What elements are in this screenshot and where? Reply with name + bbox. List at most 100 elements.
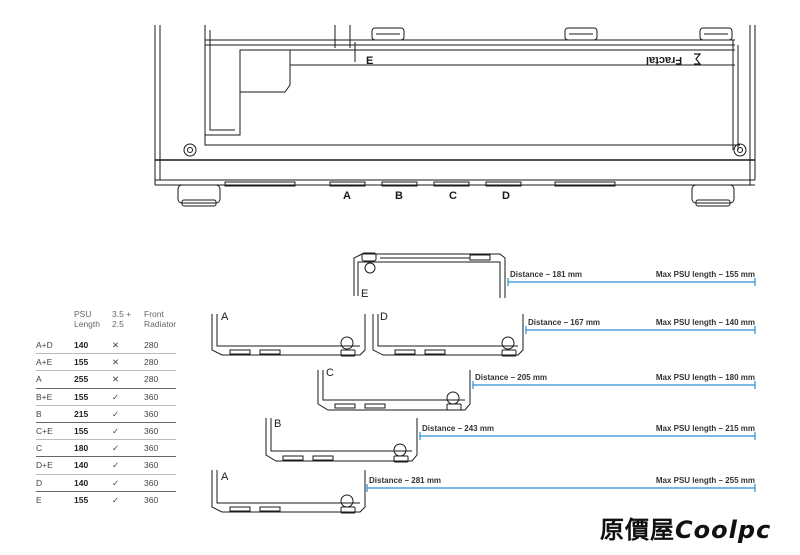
row-divider [36,404,176,406]
cell-psu: 140 [74,460,89,471]
cell-radiator: 360 [144,460,159,471]
header-drive-line2: 2.5 [112,319,124,329]
max-psu-e: Max PSU length – 155 mm [656,270,755,279]
table-row: C+E 155 ✓ 360 [36,423,176,439]
header-front: Front [144,309,164,319]
tray-b: B [265,418,418,463]
tray-e-label: E [361,288,368,300]
brand-watermark: 原價屋Coolpc [600,510,771,545]
cell-drive: ✓ [112,443,120,454]
cell-psu: 155 [74,391,89,402]
tray-a-lower: A [211,470,366,514]
cell-drive: ✕ [112,357,120,368]
row-divider [36,353,176,355]
table-row: E 155 ✓ 360 [36,492,176,508]
cell-radiator: 280 [144,340,159,350]
tray-c-label: C [326,367,334,379]
table-row: C 180 ✓ 360 [36,440,176,456]
cell-psu: 140 [74,340,89,350]
top-label-c: C [449,190,457,202]
case-section [154,25,756,207]
brand-chinese: 原價屋 [600,516,675,544]
cell-radiator: 360 [144,391,159,402]
table-row: A+E 155 ✕ 280 [36,354,176,370]
header-radiator: Radiator [144,319,177,329]
top-label-e: E [366,55,373,67]
cell-psu: 140 [74,477,89,488]
header-psu-length: PSU Length [74,309,100,339]
cell-radiator: 360 [144,443,159,454]
cell-psu: 155 [74,494,89,505]
distance-e: Distance – 181 mm [510,270,582,279]
tray-a-upper-label: A [221,311,229,323]
max-psu-c: Max PSU length – 180 mm [656,373,755,382]
tray-b-label: B [274,418,281,430]
top-label-b: B [395,190,403,202]
tray-d: D [372,311,524,357]
cell-drive: ✓ [112,460,120,471]
table-row: A 255 ✕ 280 [36,371,176,387]
cell-radiator: 280 [144,374,159,385]
tray-a-upper: A [211,311,366,357]
tray-d-label: D [380,311,388,323]
header-psu: PSU [74,309,92,319]
cell-config: B+E [36,391,53,402]
cell-drive: ✕ [112,374,120,385]
cell-radiator: 280 [144,357,159,368]
distance-d: Distance – 167 mm [528,318,600,327]
cell-psu: 155 [74,426,89,436]
header-length: Length [74,319,100,329]
cell-radiator: 360 [144,477,159,488]
header-front-radiator: Front Radiator [144,309,176,339]
cell-drive: ✓ [112,408,120,419]
cell-config: E [36,494,42,505]
cell-drive: ✕ [112,340,120,350]
cell-config: C+E [36,426,53,436]
max-psu-b: Max PSU length – 215 mm [656,424,755,433]
cell-psu: 255 [74,374,89,385]
cell-config: B [36,408,42,419]
logo-icon [694,53,702,65]
tray-c: C [317,367,471,411]
table-row: D 140 ✓ 360 [36,475,176,491]
cell-radiator: 360 [144,426,159,436]
top-position-labels: A B C D E [343,55,510,202]
cell-drive: ✓ [112,494,120,505]
cell-radiator: 360 [144,408,159,419]
header-drive-line1: 3.5 + [112,309,132,319]
top-label-a: A [343,190,351,202]
cell-config: A+D [36,340,53,350]
row-divider [36,439,176,441]
cell-psu: 215 [74,408,89,419]
cell-psu: 155 [74,357,89,368]
max-psu-a: Max PSU length – 255 mm [656,476,755,485]
cell-psu: 180 [74,443,89,454]
cell-config: D+E [36,460,53,471]
row-divider [36,490,176,492]
cell-radiator: 360 [144,494,159,505]
tray-a-lower-label: A [221,471,229,483]
logo-text: Fractal [646,54,682,66]
row-divider [36,473,176,475]
cell-drive: ✓ [112,477,120,488]
cell-drive: ✓ [112,391,120,402]
cell-drive: ✓ [112,426,120,436]
top-label-d: D [502,190,510,202]
distance-b: Distance – 243 mm [422,424,494,433]
row-divider [36,456,176,458]
header-drive: 3.5 + 2.5 [112,309,131,339]
table-row: A+D 140 ✕ 280 [36,337,176,353]
cell-config: A [36,374,42,385]
dimension-lines [366,278,756,492]
table-row: D+E 140 ✓ 360 [36,457,176,473]
cell-config: D [36,477,43,488]
row-divider [36,370,176,372]
distance-a: Distance – 281 mm [369,476,441,485]
distance-c: Distance – 205 mm [475,373,547,382]
table-row: B+E 155 ✓ 360 [36,389,176,405]
tray-e: E [353,252,506,300]
cell-config: A+E [36,357,53,368]
cell-config: C [36,443,43,454]
max-psu-d: Max PSU length – 140 mm [656,318,755,327]
